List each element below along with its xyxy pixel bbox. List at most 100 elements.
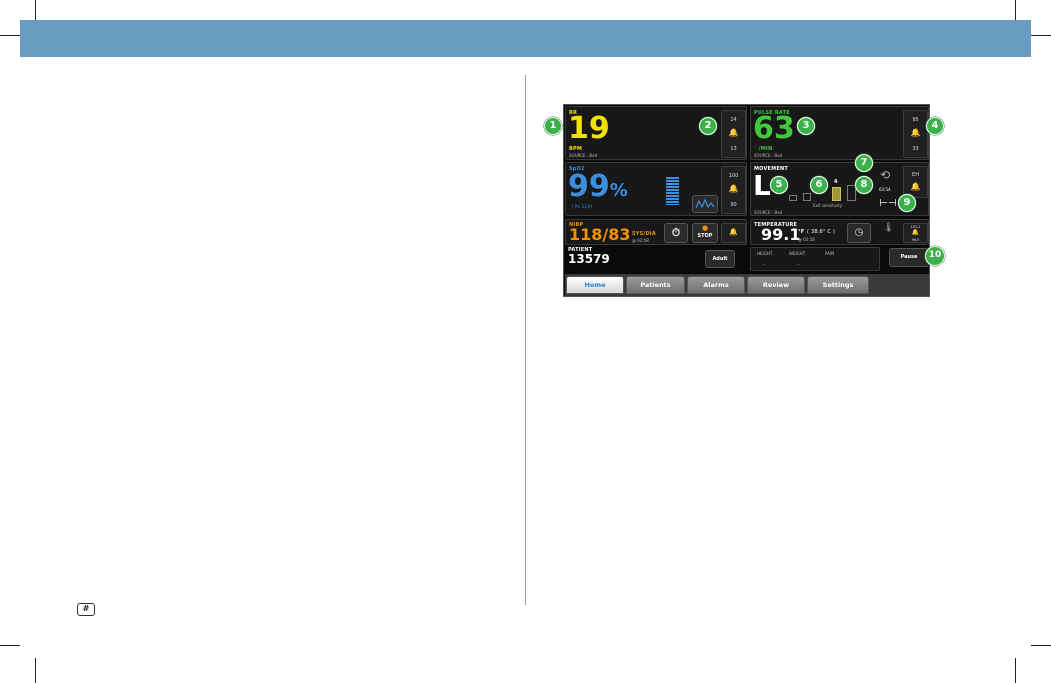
- refresh-icon: ⟲: [880, 168, 891, 182]
- bell-icon: 🔔: [728, 184, 739, 193]
- movement-timer: 03:54: [879, 187, 891, 192]
- rr-alarm-low: 13: [730, 146, 737, 152]
- thermometer-icon: 🌡: [883, 223, 895, 233]
- temperature-value: 99.1: [761, 225, 801, 244]
- bell-icon: 🔔: [910, 182, 921, 191]
- callout-5: 5: [770, 176, 788, 194]
- nibp-interval-button[interactable]: ⏱: [664, 223, 688, 243]
- movement-level-bars: 4: [789, 179, 879, 201]
- spo2-alarm-limits[interactable]: 100 🔔 90: [721, 166, 746, 214]
- crop-mark-bottom-left-v: [35, 658, 36, 683]
- column-divider: [525, 75, 526, 605]
- spo2-value: 99%: [568, 171, 628, 207]
- callout-8: 8: [855, 176, 873, 194]
- spo2-number: 99: [568, 169, 610, 204]
- spo2-percent: %: [609, 180, 628, 201]
- callout-7: 7: [855, 154, 873, 172]
- crop-mark-top-left-h: [0, 35, 20, 36]
- movement-value: L: [753, 169, 771, 202]
- temperature-tile[interactable]: TEMPERATURE 99.1 °F ( 38.6° C ) @ 02:58 …: [750, 219, 929, 245]
- callout-2: 2: [699, 117, 717, 135]
- rr-value: 19: [568, 111, 610, 146]
- level-box-active: [832, 187, 841, 201]
- rr-alarm-limits[interactable]: 24 🔔 13: [721, 110, 746, 158]
- spo2-tile[interactable]: SpO2 99% ( P.I. 13.9) 100 🔔 90: [565, 162, 747, 216]
- callout-1: 1: [544, 117, 562, 135]
- manual-parameters-panel[interactable]: HEIGHT WEIGHT PAIN -- --: [750, 247, 880, 271]
- page-number: #: [77, 603, 95, 616]
- patient-id: 13579: [568, 252, 610, 266]
- tab-alarms[interactable]: Alarms: [687, 276, 745, 294]
- movement-level-number: 4: [834, 179, 838, 185]
- nibp-stop-button[interactable]: ● STOP: [692, 223, 718, 243]
- weight-label: WEIGHT: [789, 251, 806, 256]
- navigation-tab-bar: Home Patients Alarms Review Settings: [565, 274, 929, 296]
- monitor-screen: RR 19 BPM SOURCE : Bed 24 🔔 13 PULSE RAT…: [563, 104, 930, 297]
- pulse-alarm-low: 33: [912, 146, 919, 152]
- bell-icon: 🔔: [729, 228, 738, 236]
- temperature-time: @ 02:58: [798, 237, 815, 242]
- nibp-alarm-limits[interactable]: 🔔: [721, 223, 746, 243]
- spo2-alarm-low: 90: [730, 202, 737, 208]
- header-banner: [20, 20, 1031, 57]
- waveform-icon: [695, 198, 715, 209]
- patient-label: PATIENT: [568, 247, 593, 253]
- crop-mark-bottom-left-h: [0, 645, 20, 646]
- movement-alarm-settings[interactable]: EH 🔔: [903, 166, 928, 198]
- temperature-unit-f: °F: [798, 229, 805, 235]
- bed-length-icon[interactable]: ⊢⊣: [879, 198, 897, 209]
- level-box: [847, 185, 856, 201]
- bell-icon: 🔔: [911, 229, 920, 236]
- tab-settings[interactable]: Settings: [807, 276, 869, 294]
- rr-unit: BPM: [569, 146, 583, 152]
- temperature-label: TEMPERATURE: [754, 222, 798, 228]
- spo2-signal-bar: [666, 177, 679, 205]
- bell-icon: 🔔: [910, 128, 921, 137]
- pulse-rate-tile[interactable]: PULSE RATE 63 ♡/MIN SOURCE : Bed 95 🔔 33: [750, 106, 929, 160]
- pulse-rate-value: 63: [753, 111, 795, 146]
- pause-button[interactable]: Pause: [889, 248, 929, 267]
- temperature-alarm-low: 96.0: [911, 238, 920, 242]
- nibp-stop-label: STOP: [697, 233, 713, 239]
- movement-timer-button[interactable]: ⟲ 03:54: [877, 167, 899, 193]
- crop-mark-bottom-right-v: [1015, 658, 1016, 683]
- patient-panel[interactable]: PATIENT 13579 Adult: [565, 246, 747, 272]
- tab-review[interactable]: Review: [747, 276, 805, 294]
- callout-9: 9: [898, 194, 916, 212]
- temperature-alarm-limits[interactable]: 101.2 🔔 96.0: [903, 223, 928, 243]
- clock-icon: ◷: [854, 227, 864, 238]
- pulse-alarm-high: 95: [912, 117, 919, 123]
- rr-tile[interactable]: RR 19 BPM SOURCE : Bed 24 🔔 13: [565, 106, 747, 160]
- tab-home[interactable]: Home: [566, 276, 624, 294]
- callout-10: 10: [925, 246, 945, 266]
- temperature-celsius: ( 38.6° C ): [807, 229, 835, 235]
- pulse-rate-source: SOURCE : Bed: [754, 153, 783, 158]
- callout-6: 6: [810, 176, 828, 194]
- person-icon: ●: [701, 224, 709, 232]
- pulse-rate-unit: ♡/MIN: [754, 146, 773, 152]
- nibp-label: NIBP: [569, 222, 584, 228]
- pain-label: PAIN: [825, 251, 835, 256]
- patient-type-button[interactable]: Adult: [705, 250, 735, 268]
- pulse-alarm-limits[interactable]: 95 🔔 33: [903, 110, 928, 158]
- rr-label: RR: [569, 110, 578, 116]
- timer-icon: ⏱: [671, 226, 681, 239]
- height-value: --: [763, 262, 766, 267]
- movement-mode: EH: [912, 172, 919, 178]
- crop-mark-top-left-v: [35, 0, 36, 20]
- rr-source: SOURCE : Bed: [569, 153, 598, 158]
- movement-label: MOVEMENT: [754, 166, 788, 172]
- waveform-button[interactable]: [692, 195, 718, 213]
- nibp-value: 118/83: [569, 225, 631, 244]
- movement-tile[interactable]: MOVEMENT L 4 Exit sensitivity SOURCE : B…: [750, 162, 929, 216]
- bell-icon: 🔔: [728, 128, 739, 137]
- nibp-tile[interactable]: NIBP 118/83 SYS/DIA @ 02:58 ⏱ ● STOP 🔔: [565, 219, 747, 245]
- temperature-mode-button[interactable]: ◷: [847, 223, 871, 243]
- level-box: [803, 193, 811, 201]
- weight-value: --: [797, 262, 800, 267]
- callout-3: 3: [797, 117, 815, 135]
- tab-patients[interactable]: Patients: [626, 276, 685, 294]
- spo2-alarm-high: 100: [728, 173, 739, 179]
- movement-source: SOURCE : Bed: [754, 210, 783, 215]
